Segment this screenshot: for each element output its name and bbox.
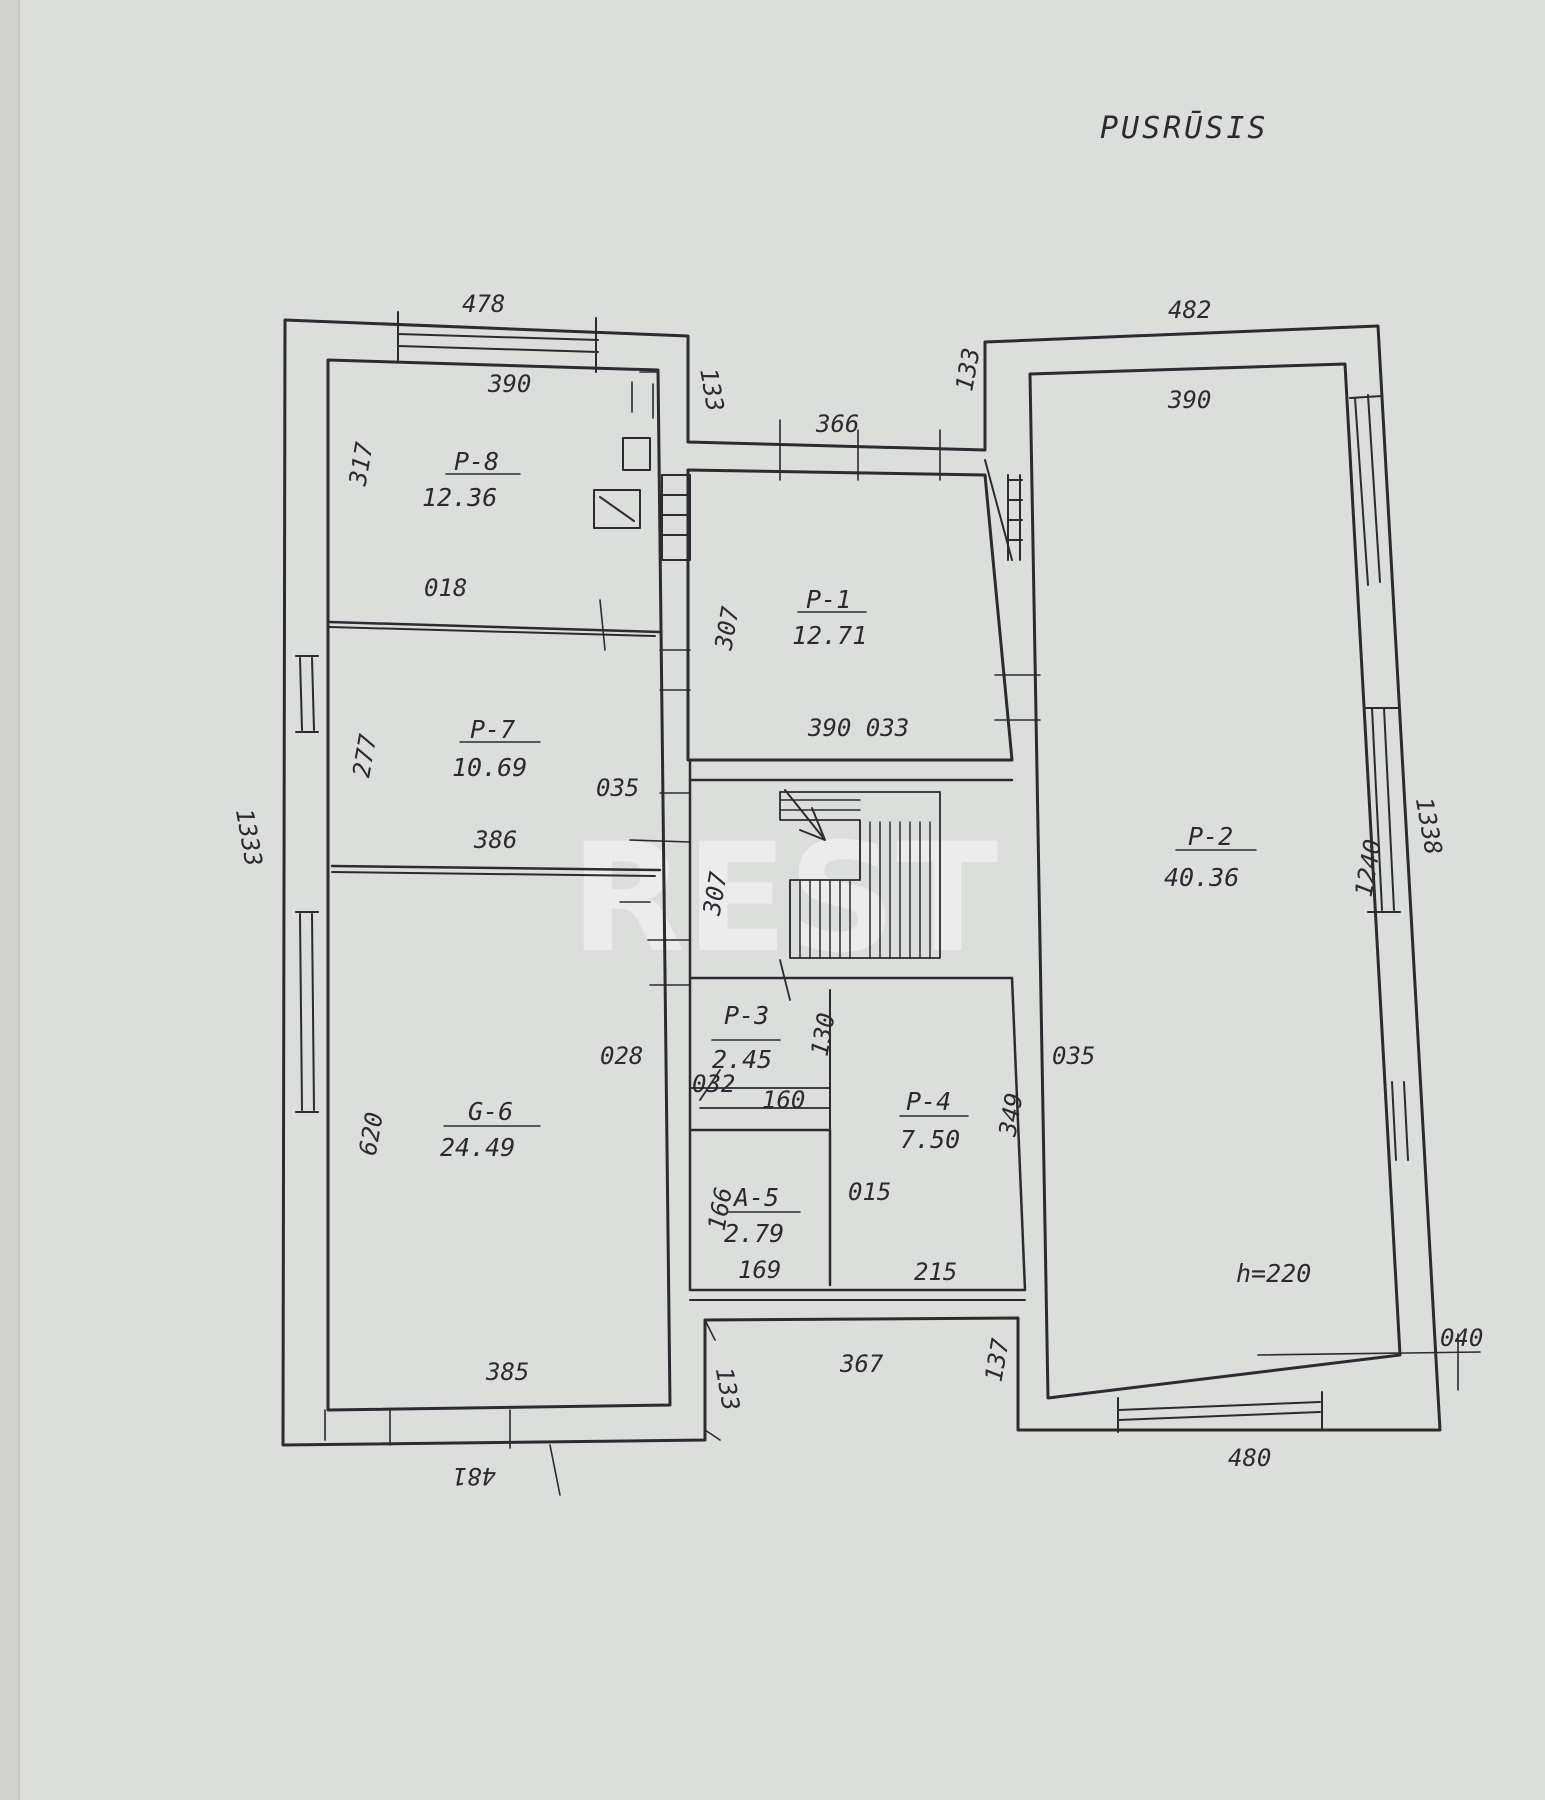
window-right-2 <box>1365 707 1401 913</box>
dim-620: 620 <box>354 1110 389 1158</box>
height-note: h=220 <box>1236 1259 1311 1288</box>
dim-133-c: 133 <box>710 1365 745 1413</box>
window-left-1 <box>295 655 319 733</box>
right-block-inner <box>984 362 1402 1400</box>
room-p8-area: 12.36 <box>422 483 497 512</box>
room-p8: P-8 12.36 <box>422 447 521 512</box>
dim-390-left: 390 <box>487 370 531 398</box>
dim-160: 160 <box>762 1086 805 1114</box>
room-g6: G-6 24.49 <box>440 1097 541 1162</box>
dim-307: 307 <box>709 604 744 653</box>
room-p2-id: P-2 <box>1188 822 1233 851</box>
dim-480: 480 <box>1228 1444 1271 1472</box>
dim-385: 385 <box>485 1358 529 1386</box>
dim-277: 277 <box>347 731 382 779</box>
room-g6-area: 24.49 <box>440 1133 515 1162</box>
room-p1-id: P-1 <box>806 585 851 614</box>
dim-028: 028 <box>600 1042 643 1070</box>
dim-137: 137 <box>980 1336 1015 1384</box>
dim-133-b: 133 <box>950 346 985 394</box>
window-right-3 <box>1391 1081 1409 1161</box>
dim-481: 481 <box>453 1462 496 1490</box>
dim-018: 018 <box>424 574 467 602</box>
watermark: REST <box>570 812 998 986</box>
dim-390-033: 390 033 <box>807 714 909 742</box>
room-p3-id: P-3 <box>724 1001 769 1030</box>
room-p3-area: 2.45 <box>712 1045 772 1074</box>
room-p1: P-1 12.71 <box>792 585 867 650</box>
dim-1333: 1333 <box>230 807 268 869</box>
room-a5-id: A-5 <box>732 1183 779 1212</box>
room-a5-area: 2.79 <box>724 1219 784 1248</box>
room-p1-area: 12.71 <box>792 621 867 650</box>
plan-title: PUSRŪSIS <box>1100 110 1269 146</box>
dim-366: 366 <box>815 410 859 438</box>
room-p8-id: P-8 <box>454 447 499 476</box>
room-p4: P-4 7.50 <box>899 1087 969 1154</box>
dim-032: 032 <box>692 1070 735 1098</box>
dim-035-left: 035 <box>596 774 639 802</box>
room-p2: P-2 40.36 <box>1164 822 1257 892</box>
dim-367: 367 <box>839 1350 884 1378</box>
dim-349: 349 <box>993 1091 1028 1140</box>
window-bottom-right <box>1117 1391 1323 1433</box>
fixtures-p8 <box>593 437 691 561</box>
dim-035-right: 035 <box>1052 1042 1095 1070</box>
dim-1338: 1338 <box>1410 795 1448 857</box>
room-p2-area: 40.36 <box>1164 863 1239 892</box>
room-a5: A-5 2.79 <box>724 1183 801 1248</box>
paper-edge <box>0 0 20 1800</box>
left-block-walls <box>281 318 1442 1447</box>
dim-478: 478 <box>462 290 505 318</box>
dim-169: 169 <box>738 1256 781 1284</box>
room-p7-area: 10.69 <box>452 753 527 782</box>
room-p4-id: P-4 <box>906 1087 951 1116</box>
dimension-ticks <box>324 371 1481 1496</box>
window-right-1 <box>1349 394 1383 586</box>
dimension-labels: 478 482 390 390 133 133 366 317 018 307 … <box>230 290 1483 1490</box>
staircase <box>689 789 941 1109</box>
dim-386: 386 <box>473 826 517 854</box>
window-top-left <box>397 311 599 373</box>
dim-317: 317 <box>343 440 378 489</box>
dim-040: 040 <box>1440 1324 1483 1352</box>
dim-390-right: 390 <box>1167 386 1211 414</box>
dim-133-a: 133 <box>694 366 729 414</box>
dim-015: 015 <box>848 1178 891 1206</box>
room-p3: P-3 2.45 <box>711 1001 781 1074</box>
central-core-walls <box>686 468 1027 1301</box>
room-p7: P-7 10.69 <box>452 715 541 782</box>
room-g6-id: G-6 <box>468 1097 513 1126</box>
dim-130: 130 <box>806 1011 841 1059</box>
room-p7-id: P-7 <box>470 715 515 744</box>
dim-482: 482 <box>1168 296 1211 324</box>
dim-215: 215 <box>914 1258 957 1286</box>
room-p4-area: 7.50 <box>900 1125 960 1154</box>
window-left-2 <box>295 911 319 1113</box>
